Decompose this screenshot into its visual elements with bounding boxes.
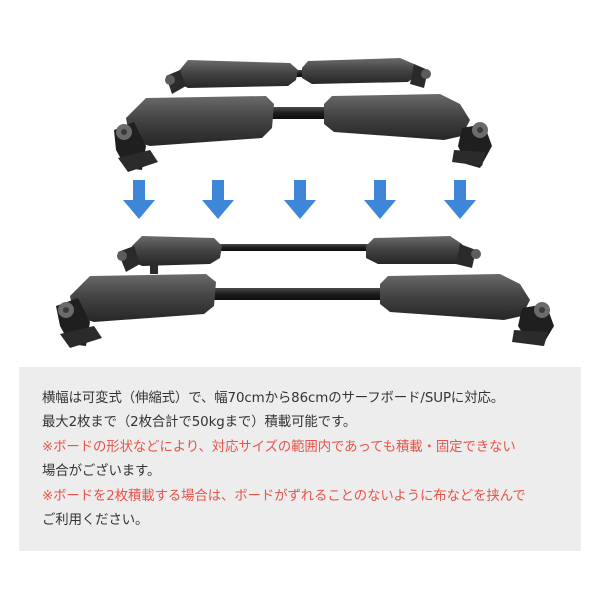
- rack-bar-back-extended: [117, 236, 481, 274]
- caption-box: 横幅は可変式（伸縮式）で、幅70cmから86cmのサーフボード/SUPに対応。 …: [19, 367, 581, 551]
- down-arrow-icon: [202, 180, 234, 219]
- down-arrow-icon: [444, 180, 476, 219]
- caption-note-1: ※ボードの形状などにより、対応サイズの範囲内であっても積載・固定できない: [42, 439, 516, 455]
- rack-bar-back-contracted: [165, 58, 431, 94]
- product-illustration: [56, 58, 554, 348]
- rack-contracted: [114, 58, 492, 172]
- down-arrow-icon: [284, 180, 316, 219]
- caption-note-1-cont: 場合がございます。: [42, 464, 161, 480]
- down-arrow-icon: [364, 180, 396, 219]
- caption-line-capacity: 最大2枚まで（2枚合計で50kgまで）積載可能です。: [42, 415, 357, 431]
- caption-line-width: 横幅は可変式（伸縮式）で、幅70cmから86cmのサーフボード/SUPに対応。: [42, 391, 505, 406]
- rack-extended: [56, 236, 554, 348]
- caption-note-2-cont: ご利用ください。: [42, 513, 149, 529]
- rack-bar-front-contracted: [114, 94, 492, 172]
- rack-bar-front-extended: [56, 274, 554, 348]
- arrow-row: [123, 180, 476, 219]
- down-arrow-icon: [123, 180, 155, 219]
- caption-note-2: ※ボードを2枚積載する場合は、ボードがずれることのないように布などを挟んで: [42, 488, 526, 504]
